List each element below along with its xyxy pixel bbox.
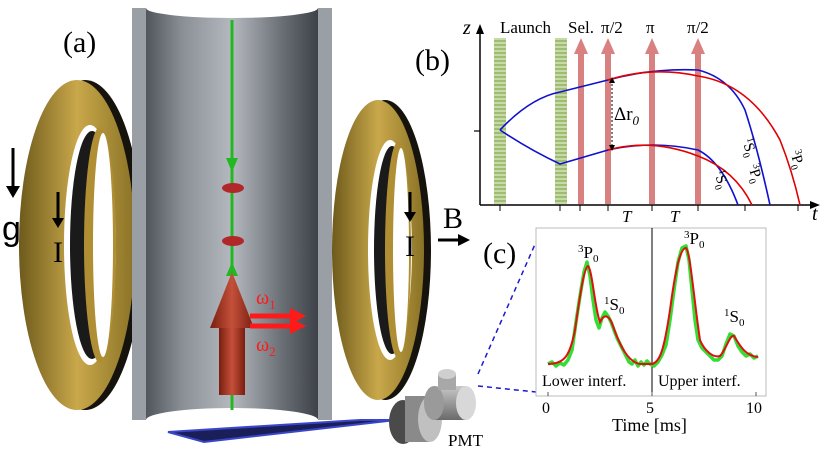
upper-interferometer-label: Upper interf. [658,373,741,390]
field-arrowhead [458,234,470,246]
pi-pulse [645,38,659,204]
pi-half-pulse-2 [691,38,705,204]
atom-cloud-lower [222,236,244,246]
signal-plot-frame [535,227,767,397]
select-label: Sel. [568,18,594,37]
panel-label-b: (b) [415,44,450,77]
omega1-label: ω1 [256,287,276,312]
x-tick-label: 10 [746,400,762,417]
select-pulse [574,38,588,204]
x-tick-label: 5 [646,400,654,417]
z-axis-arrowhead [476,24,484,34]
z-axis-label: z [462,17,471,39]
current-arrowhead-left [52,218,64,228]
green-beam-arrowhead [226,158,238,172]
trajectory-lower-ground [499,129,739,206]
peak-label-lower-excited: 3P0 [578,243,599,265]
t-axis-arrowhead [810,201,820,209]
launch-label: Launch [500,18,551,37]
left-coil [19,80,143,410]
trajectory-lower-excited [607,144,753,206]
gravity-label: g [2,210,21,248]
panel-label-a: (a) [63,26,96,59]
current-label-left: I [53,236,63,269]
trajectory-upper-excited [607,71,801,206]
pi-label: π [646,18,655,37]
gravity-arrowhead [6,186,20,198]
green-beam-arrowhead-2 [226,262,238,276]
zoom-line-top [477,241,537,375]
zoom-line-bottom [477,385,537,393]
lower-interferometer-label: Lower interf. [542,373,626,390]
peak-label-upper-ground: 1S0 [724,307,745,329]
pi-half-label-1: π/2 [601,18,623,37]
signal-plot: 3P0 1S0 3P0 1S0 Lower interf. Upper inte… [535,227,767,435]
pmt-detector [389,369,476,444]
t-axis-label: t [812,203,818,225]
interval-label-1: T [622,207,633,226]
sequence-diagram: z t Launch Sel. [462,17,820,226]
peak-label-lower-ground: 1S0 [604,295,625,317]
current-label-right: I [405,230,415,263]
peak-label-upper-excited: 3P0 [684,229,705,251]
current-arrowhead-right [404,212,416,222]
separation-label: Δr0 [614,104,640,128]
launch-pulse-2 [555,38,567,204]
right-coil [332,100,431,400]
pi-half-pulse-1 [601,38,615,204]
launch-pulse-1 [494,38,506,204]
omega2-arrowhead [290,318,306,334]
pi-half-label-2: π/2 [687,18,709,37]
signal-fit-curve [547,246,759,365]
trajectory-upper-ground [499,68,771,206]
state-label-upper-ground: 1S0 [735,136,760,160]
state-label-lower-ground: 1S0 [707,168,732,192]
panel-label-c: (c) [483,237,516,270]
interval-label-2: T [670,207,681,226]
state-label-lower-excited: 3P0 [741,162,766,186]
field-label: B [443,202,463,235]
x-axis-label: Time [ms] [612,415,687,435]
atom-cloud-upper [222,183,244,193]
pmt-label: PMT [448,431,484,450]
x-tick-label: 0 [542,400,550,417]
omega2-label: ω2 [256,334,276,359]
launch-laser-arrow [210,272,254,395]
